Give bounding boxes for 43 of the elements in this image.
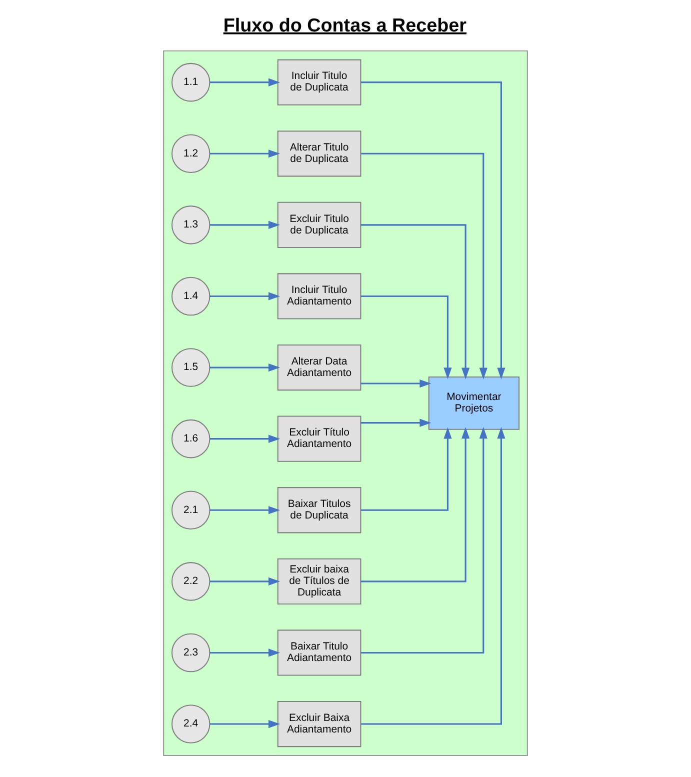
arrow — [360, 427, 452, 511]
node-box: Incluir Titulo de Duplicata — [277, 59, 362, 106]
arrow — [361, 427, 506, 725]
node-circle: 2.4 — [171, 704, 210, 744]
arrow — [210, 292, 280, 300]
arrow — [361, 427, 488, 654]
node-box: Alterar Data Adiantamento — [277, 344, 362, 391]
node-box: Excluir baixa de Títulos de Duplicata — [277, 558, 362, 604]
node-box: Excluir Baixa Adiantamento — [277, 700, 362, 748]
arrow — [361, 152, 488, 380]
node-box: Movimentar Projetos — [428, 376, 520, 430]
arrow — [210, 220, 280, 229]
arrow — [210, 434, 280, 443]
arrow — [210, 577, 280, 586]
arrow — [210, 506, 280, 514]
node-circle: 1.4 — [171, 276, 210, 316]
node-circle: 2.1 — [171, 490, 210, 530]
node-circle: 1.6 — [171, 419, 210, 458]
arrow — [360, 427, 470, 582]
node-box: Excluir Titulo de Duplicata — [277, 202, 362, 248]
arrow — [210, 150, 280, 158]
node-circle: 1.5 — [171, 348, 210, 387]
node-box: Alterar Titulo de Duplicata — [277, 130, 362, 177]
arrow — [360, 224, 470, 380]
arrow — [210, 363, 280, 372]
node-circle: 2.3 — [171, 633, 210, 672]
arrow — [360, 418, 432, 427]
node-box: Baixar Titulos de Duplicata — [277, 487, 362, 534]
arrow — [210, 720, 280, 728]
cluster — [163, 50, 528, 756]
arrow — [210, 648, 280, 657]
node-box: Incluir Titulo Adiantamento — [277, 273, 362, 320]
diagram-title: Fluxo do Contas a Receber — [223, 14, 466, 36]
node-box: Excluir Título Adiantamento — [277, 416, 362, 462]
node-box: Baixar Titulo Adiantamento — [277, 630, 362, 676]
node-circle: 1.1 — [171, 62, 210, 102]
arrow — [361, 82, 506, 380]
arrow — [210, 78, 280, 86]
node-circle: 1.3 — [171, 206, 210, 244]
node-circle: 1.2 — [171, 134, 210, 174]
arrow — [360, 379, 432, 388]
node-circle: 2.2 — [171, 562, 210, 601]
arrow — [360, 295, 452, 380]
